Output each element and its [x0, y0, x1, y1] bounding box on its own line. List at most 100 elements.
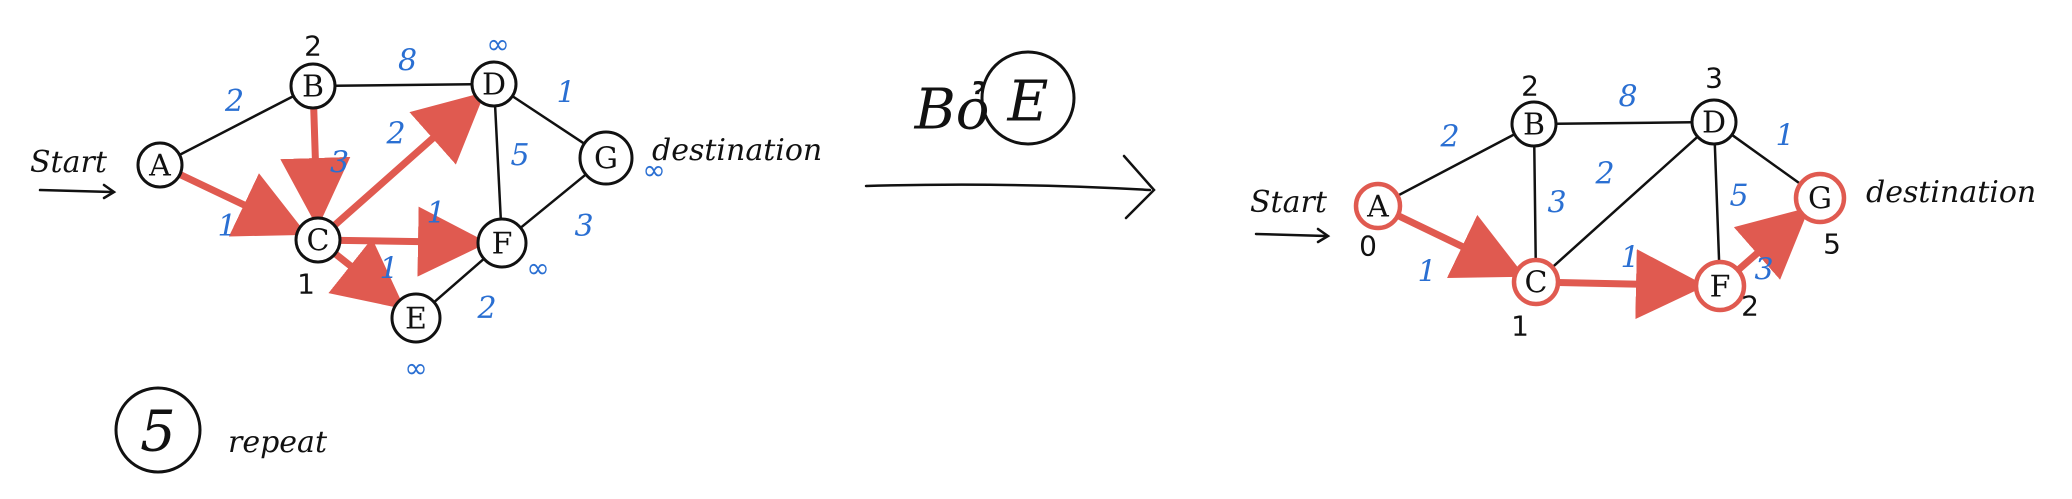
left-dist-f: ∞ — [526, 252, 549, 285]
right-node-c: C — [1511, 257, 1561, 307]
left-node-label-a: A — [148, 149, 171, 184]
right-dist-f: 2 — [1741, 290, 1759, 323]
left-dist-g: ∞ — [642, 154, 665, 187]
left-node-label-d: D — [482, 68, 506, 103]
right-node-circle-f — [1693, 259, 1747, 313]
right-node-label-c: C — [1525, 266, 1548, 301]
left-node-e: E — [390, 292, 442, 344]
left-start-arrowhead — [102, 183, 117, 200]
right-dist-b: 2 — [1521, 70, 1539, 103]
left-node-label-c: C — [307, 224, 330, 259]
left-weight-a-b: 2 — [224, 84, 244, 119]
right-start-arrowhead — [1316, 227, 1331, 244]
left-node-a: A — [136, 141, 184, 189]
right-node-label-f: F — [1710, 270, 1731, 305]
right-node-label-g: G — [1808, 182, 1832, 217]
left-node-label-b: B — [302, 70, 324, 105]
right-edge-b-c — [1533, 144, 1537, 262]
right-edge-a-b — [1396, 132, 1516, 198]
left-weight-d-g: 1 — [556, 76, 575, 111]
right-edge-d-g — [1730, 133, 1802, 186]
left-distances: 2 1 ∞ ∞ ∞ ∞ — [297, 28, 666, 385]
left-edge-a-c — [176, 170, 308, 237]
left-weight-b-c: 3 — [330, 146, 349, 181]
left-edge-c-d — [330, 91, 486, 229]
right-nodes: A B C D F G — [1353, 98, 1847, 313]
left-edge-d-g — [511, 94, 586, 145]
left-destination-label: destination — [652, 133, 822, 168]
left-weight-f-g: 3 — [574, 209, 593, 244]
left-weight-c-e: 1 — [379, 252, 398, 287]
left-weight-b-d: 8 — [398, 44, 417, 79]
right-node-circle-b — [1510, 100, 1558, 148]
left-edges — [176, 82, 588, 310]
left-edge-b-c — [280, 104, 351, 229]
left-dist-c: 1 — [297, 268, 315, 301]
right-edge-c-f — [1554, 249, 1707, 320]
left-nodes: A B C D E F G — [136, 60, 634, 344]
left-edge-b-d — [333, 82, 474, 88]
right-weight-a-c: 1 — [1417, 255, 1436, 290]
right-edge-c-d — [1551, 135, 1699, 269]
right-node-f: F — [1693, 259, 1747, 313]
step-number: 5 — [140, 400, 176, 465]
right-weight-b-c: 3 — [1547, 186, 1566, 221]
right-node-label-b: B — [1523, 108, 1545, 143]
step-annotation: 5 repeat — [114, 386, 328, 474]
right-edges — [1394, 120, 1810, 320]
right-node-circle-a — [1353, 181, 1403, 231]
right-dist-d: 3 — [1705, 62, 1723, 95]
right-edge-a-c — [1394, 212, 1526, 278]
step-label: repeat — [228, 425, 328, 460]
step-number-circle — [114, 386, 202, 474]
right-weight-c-f: 1 — [1620, 241, 1639, 276]
left-node-label-e: E — [405, 302, 427, 337]
right-node-a: A — [1353, 181, 1403, 231]
right-dist-g: 5 — [1823, 228, 1841, 261]
left-node-circle-c — [294, 216, 342, 264]
right-destination-label: destination — [1866, 175, 2036, 210]
right-node-b: B — [1510, 100, 1558, 148]
left-dist-b: 2 — [304, 30, 322, 63]
left-edge-a-b — [178, 94, 295, 157]
transition-arrowhead — [1122, 154, 1156, 220]
left-dist-e: ∞ — [404, 352, 427, 385]
left-weight-c-f: 1 — [426, 196, 445, 231]
left-weight-e-f: 2 — [476, 291, 496, 326]
left-dist-d: ∞ — [486, 28, 509, 61]
right-weight-d-g: 1 — [1775, 119, 1794, 154]
left-node-d: D — [470, 60, 518, 108]
right-dist-a: 0 — [1359, 230, 1377, 263]
left-node-circle-g — [578, 130, 634, 186]
left-weight-c-d: 2 — [385, 117, 405, 152]
left-edge-e-f — [432, 257, 486, 304]
left-start-arrow — [38, 188, 114, 194]
left-node-circle-f — [476, 217, 528, 269]
right-node-circle-d — [1690, 98, 1738, 146]
transition-text: Bỏ — [914, 78, 990, 143]
right-edge-b-d — [1554, 120, 1694, 126]
left-edge-c-e — [328, 238, 406, 310]
left-node-circle-e — [390, 292, 442, 344]
right-start-arrow — [1254, 232, 1328, 238]
right-start-label: Start — [1250, 185, 1328, 220]
right-node-circle-g — [1793, 171, 1847, 225]
left-node-label-f: F — [492, 227, 513, 262]
left-weight-a-c: 1 — [217, 209, 236, 244]
left-node-label-g: G — [594, 142, 618, 177]
left-node-b: B — [289, 62, 337, 110]
right-weight-d-f: 5 — [1729, 179, 1748, 214]
removed-node-label: E — [1007, 70, 1049, 135]
left-edge-d-f — [493, 104, 503, 221]
removed-node-circle — [980, 50, 1076, 146]
left-node-f: F — [476, 217, 528, 269]
right-node-label-d: D — [1702, 106, 1726, 141]
right-weight-c-d: 2 — [1594, 157, 1614, 192]
right-dist-c: 1 — [1511, 310, 1529, 343]
right-node-label-a: A — [1366, 190, 1389, 225]
left-edge-f-g — [519, 173, 588, 230]
